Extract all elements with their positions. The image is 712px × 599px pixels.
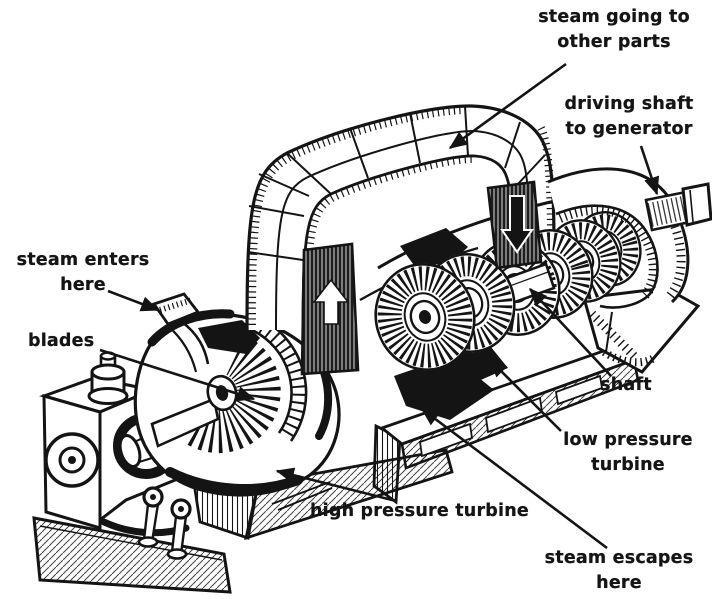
leader-blades: [99, 348, 256, 402]
label-line: high pressure turbine: [310, 501, 529, 521]
nozzle-box: [198, 320, 260, 354]
crossover-pipe: [245, 104, 556, 376]
cowl-inner-edge: [555, 204, 659, 297]
label-line: steam escapes: [544, 548, 694, 568]
label-line: turbine: [591, 454, 665, 475]
label-high-pressure-turbine: high pressure turbine: [310, 499, 550, 524]
label-line: other parts: [557, 31, 671, 52]
label-line: here: [596, 572, 642, 593]
coupling-disc: [118, 434, 142, 468]
exhaust-passage: [394, 356, 494, 420]
left-base-block: [32, 516, 232, 594]
foundation-bases: [32, 286, 701, 594]
label-line: blades: [28, 331, 95, 351]
right-bearing-housing: [547, 167, 712, 309]
label-line: steam enters: [16, 250, 150, 270]
leader-shaft: [529, 288, 612, 377]
label-driving-shaft-to-generator: driving shaft to generator: [554, 92, 704, 141]
label-line: shaft: [600, 375, 652, 395]
steam-flow-down-arrow: [500, 195, 534, 254]
label-shaft: shaft: [594, 373, 658, 398]
leader-steam-escapes: [420, 407, 608, 550]
label-line: steam going to: [538, 7, 690, 27]
label-low-pressure-turbine: low pressure turbine: [552, 428, 704, 477]
shaft-end-block: [681, 182, 712, 227]
pipe-ridge: [275, 129, 531, 331]
leader-low-pressure: [489, 359, 562, 432]
leader-high-pressure: [275, 467, 397, 503]
label-line: low pressure: [563, 430, 693, 450]
leader-steam-going: [448, 62, 567, 150]
label-blades: blades: [28, 329, 118, 354]
high-pressure-turbine: [133, 292, 341, 497]
steam-flow-up-arrow: [312, 278, 350, 325]
lp-rotor-disc-front: [374, 262, 476, 372]
leader-steam-enters: [107, 289, 160, 312]
label-steam-going-to-other-parts: steam going to other parts: [524, 5, 704, 54]
hp-blade-fan: [183, 335, 281, 454]
label-line: to generator: [565, 118, 693, 139]
ground-edge: [271, 481, 333, 511]
label-steam-enters-here: steam enters here: [4, 248, 162, 297]
low-pressure-turbine: [359, 180, 642, 420]
label-line: here: [60, 274, 106, 295]
pipe-inner-edge: [301, 154, 514, 331]
pipe-outer-edge: [245, 104, 556, 331]
hand-valves: [137, 486, 192, 560]
label-steam-escapes-here: steam escapes here: [534, 546, 704, 595]
leader-lines: [99, 62, 660, 550]
label-line: driving shaft: [564, 94, 694, 114]
steam-inlet: [151, 292, 201, 326]
leader-driving-shaft: [639, 145, 660, 196]
